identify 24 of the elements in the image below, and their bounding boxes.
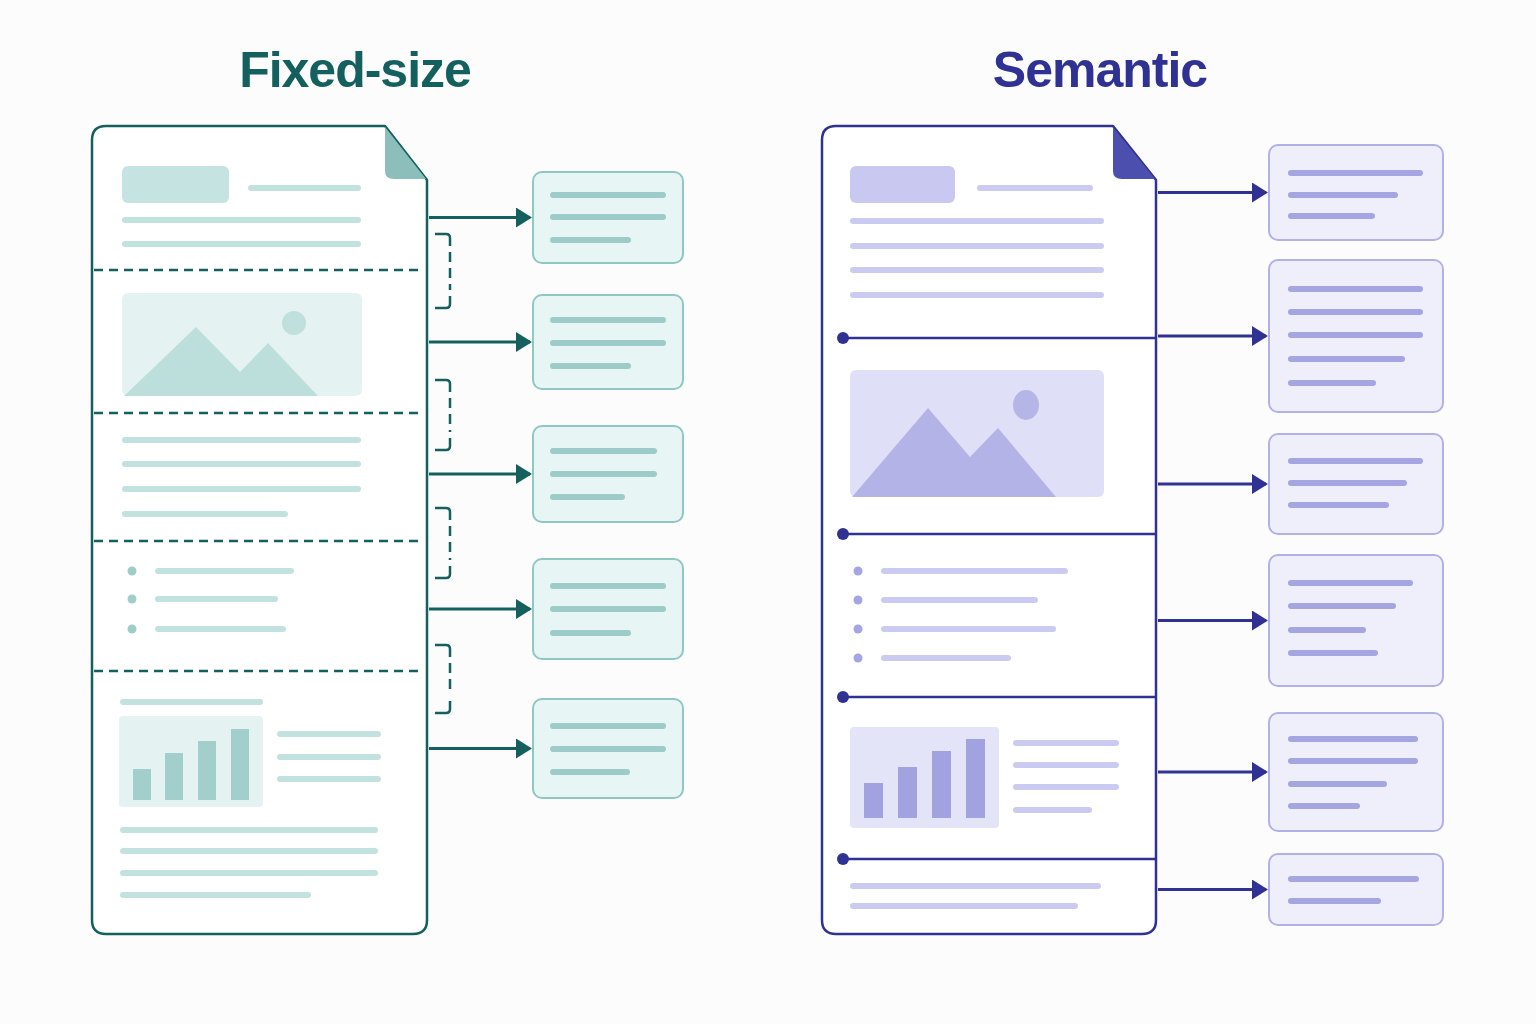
arrow — [1158, 610, 1268, 631]
arrow — [429, 332, 532, 352]
chunk-card — [532, 698, 684, 799]
chunk-card — [1268, 853, 1444, 926]
arrow — [429, 207, 532, 228]
section-heading: Semantic — [992, 42, 1208, 98]
chunk-card — [532, 425, 684, 523]
chunk-card — [1268, 712, 1444, 832]
arrow — [1158, 879, 1268, 900]
chunk-card — [532, 171, 684, 264]
chunk-card — [1268, 554, 1444, 687]
chunk-card — [532, 294, 684, 390]
arrow — [429, 738, 532, 759]
chunk-card — [1268, 433, 1444, 535]
chunk-card — [1268, 144, 1444, 241]
arrow — [1158, 182, 1268, 203]
arrow — [1158, 326, 1268, 346]
arrow — [1158, 474, 1268, 494]
chunk-card — [1268, 259, 1444, 413]
chunk-card — [532, 558, 684, 660]
arrow — [429, 599, 532, 619]
arrow — [1158, 762, 1268, 782]
arrow — [429, 464, 532, 484]
section-heading: Fixed-size — [239, 42, 471, 98]
